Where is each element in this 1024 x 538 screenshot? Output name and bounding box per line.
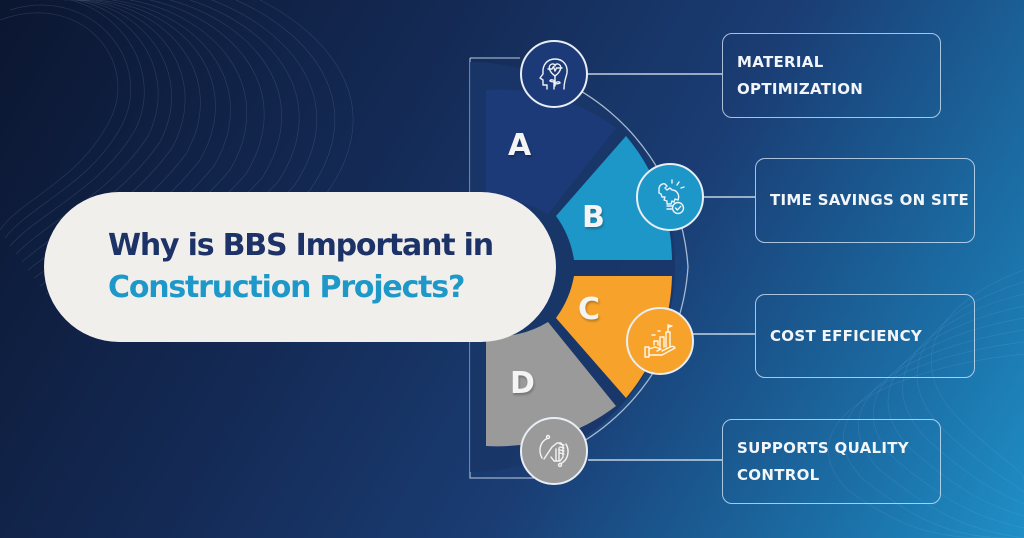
segment-d-icon-badge[interactable] xyxy=(520,417,588,485)
segment-a[interactable] xyxy=(486,89,616,214)
card-time-savings[interactable]: TIME SAVINGS ON SITE xyxy=(755,158,975,243)
hand-growth-steps-icon xyxy=(644,324,676,358)
head-heart-growth-icon xyxy=(539,58,568,90)
segment-c-letter: C xyxy=(578,292,601,327)
title-line-2: Construction Projects? xyxy=(108,270,465,305)
segment-b-letter: B xyxy=(582,200,605,235)
card-quality-control[interactable]: SUPPORTS QUALITY CONTROL xyxy=(722,419,941,504)
puzzle-lightbulb-check-icon xyxy=(658,179,685,215)
card-label: SUPPORTS QUALITY CONTROL xyxy=(737,438,909,484)
segment-d-letter: D xyxy=(510,366,535,401)
card-label: TIME SAVINGS ON SITE xyxy=(770,191,970,209)
segment-d[interactable] xyxy=(486,322,616,447)
card-cost-efficiency[interactable]: COST EFFICIENCY xyxy=(755,294,975,378)
card-material-optimization[interactable]: MATERIAL OPTIMIZATION xyxy=(722,33,941,118)
segment-a-icon-badge[interactable] xyxy=(520,40,588,108)
card-label: COST EFFICIENCY xyxy=(770,326,923,345)
outer-arc xyxy=(559,79,689,455)
title-line-1: Why is BBS Important in xyxy=(108,228,494,263)
segment-c-icon-badge[interactable] xyxy=(626,307,694,375)
title-pill: Why is BBS Important in Construction Pro… xyxy=(44,192,556,342)
handshake-cycle-icon xyxy=(539,434,569,468)
segment-a-letter: A xyxy=(508,128,532,163)
segment-b-icon-badge[interactable] xyxy=(636,163,704,231)
segment-b[interactable] xyxy=(556,136,672,260)
card-label: MATERIAL OPTIMIZATION xyxy=(737,52,864,98)
